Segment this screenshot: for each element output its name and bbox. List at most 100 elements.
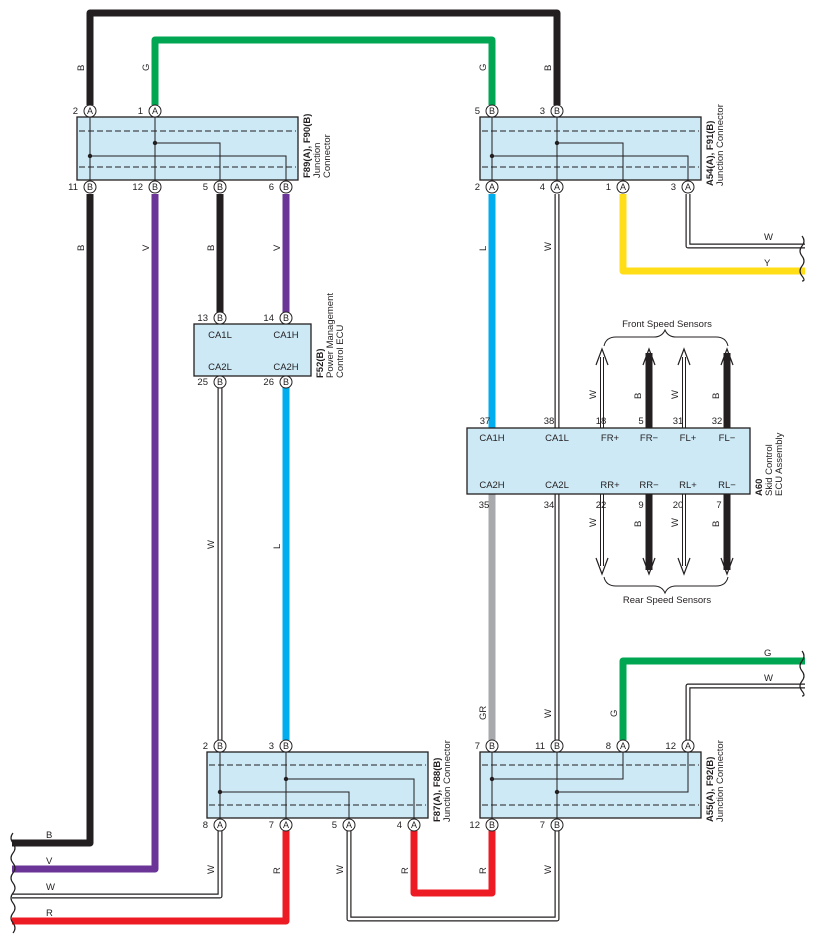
- rear-sensors-bracket: [603, 576, 729, 595]
- wire-w-right-bottom-outline: [685, 683, 805, 740]
- f89-title: F89(A), F90(B): [302, 114, 313, 178]
- svg-text:B: B: [711, 393, 722, 399]
- svg-text:3: 3: [540, 106, 545, 117]
- svg-text:5: 5: [475, 106, 480, 117]
- svg-text:7: 7: [540, 820, 545, 831]
- pin-a54-3-top: B3: [540, 104, 564, 118]
- svg-text:2: 2: [475, 182, 480, 193]
- svg-text:2: 2: [73, 106, 78, 117]
- svg-text:R: R: [400, 867, 411, 874]
- svg-text:A: A: [489, 182, 495, 192]
- a60-term-ca2h: CA2H: [479, 480, 504, 491]
- svg-text:A: A: [152, 106, 158, 116]
- svg-text:W: W: [46, 882, 55, 893]
- pin-f87-5: A5: [332, 818, 356, 832]
- pin-f87-7: A7: [269, 818, 293, 832]
- svg-text:3: 3: [671, 182, 676, 193]
- rear-rr-minus-arrow: [642, 494, 656, 576]
- svg-text:13: 13: [197, 313, 208, 324]
- a60-pin-20: 20: [673, 500, 684, 511]
- a60-term-ca1h: CA1H: [479, 433, 504, 444]
- f52-sub1: Power Management: [325, 293, 336, 378]
- rear-rl-minus-arrow: [720, 494, 734, 576]
- svg-text:6: 6: [269, 182, 274, 193]
- svg-text:B: B: [633, 521, 644, 527]
- f89-sub1: Junction: [312, 143, 323, 178]
- wire-w-left: [12, 831, 222, 898]
- a60-term-ca1l: CA1L: [545, 433, 569, 444]
- a60-title: A60: [754, 479, 765, 496]
- wire-g-top-loop: [151, 36, 496, 105]
- svg-text:W: W: [670, 390, 681, 399]
- wire-w-right-bottom: [686, 684, 805, 740]
- svg-text:14: 14: [263, 313, 274, 324]
- svg-text:B: B: [283, 313, 289, 323]
- svg-text:B: B: [217, 313, 223, 323]
- svg-text:12: 12: [132, 182, 143, 193]
- pin-f89-11: B11: [68, 180, 97, 194]
- svg-text:W: W: [543, 242, 554, 251]
- a55-sub1: Junction Connector: [715, 740, 726, 822]
- svg-text:B: B: [554, 106, 560, 116]
- connector-a60-body: [466, 427, 751, 495]
- wire-w-loop: [347, 831, 559, 921]
- svg-text:V: V: [46, 856, 53, 867]
- pin-f87-8: A8: [203, 818, 227, 832]
- connector-f52-ecu: [193, 323, 312, 377]
- svg-text:B: B: [283, 182, 289, 192]
- pin-f52-14: B 14: [263, 311, 293, 325]
- a60-term-rl-plus: RL+: [679, 480, 697, 491]
- front-sensors-bracket: [603, 328, 729, 347]
- svg-text:B: B: [554, 741, 560, 751]
- front-fl-minus-arrow: [720, 347, 734, 428]
- svg-text:12: 12: [665, 741, 676, 752]
- svg-text:R: R: [46, 908, 53, 919]
- svg-text:5: 5: [332, 820, 337, 831]
- f52-term-ca1h: CA1H: [273, 330, 298, 341]
- wire-g-right: [619, 657, 805, 740]
- svg-text:A: A: [620, 741, 626, 751]
- a60-pin-9: 9: [638, 500, 643, 511]
- f52-term-ca1l: CA1L: [208, 330, 232, 341]
- svg-text:1: 1: [606, 182, 611, 193]
- svg-text:W: W: [670, 518, 681, 527]
- svg-text:B: B: [554, 820, 560, 830]
- a54-sub1: Junction Connector: [715, 104, 726, 186]
- svg-text:G: G: [609, 710, 620, 717]
- svg-text:3: 3: [269, 741, 274, 752]
- pin-a55-12-bottom: B12: [469, 818, 499, 832]
- rear-rr-plus-arrow: [595, 494, 609, 576]
- front-speed-sensors-label: Front Speed Sensors: [622, 319, 712, 330]
- svg-text:B: B: [489, 741, 495, 751]
- svg-text:W: W: [764, 673, 773, 684]
- svg-text:R: R: [478, 867, 489, 874]
- svg-text:A: A: [346, 820, 352, 830]
- svg-text:W: W: [543, 709, 554, 718]
- wire-w-right: [686, 194, 805, 248]
- pin-f52-13: B 13: [197, 311, 227, 325]
- rear-speed-sensors-label: Rear Speed Sensors: [623, 595, 711, 606]
- pin-f87-3: B3: [269, 739, 293, 753]
- svg-text:B: B: [76, 245, 87, 251]
- a60-term-fl-minus: FL−: [719, 433, 736, 444]
- f87-sub1: Junction Connector: [442, 740, 453, 822]
- pin-a55-7-bottom: B7: [540, 818, 564, 832]
- svg-text:B: B: [46, 830, 52, 841]
- svg-text:12: 12: [469, 820, 480, 831]
- pin-f52-26: B26: [263, 375, 293, 389]
- pin-f89-6: B6: [269, 180, 293, 194]
- svg-text:B: B: [283, 377, 289, 387]
- svg-text:A: A: [217, 820, 223, 830]
- front-fr-plus-arrow: [595, 347, 609, 428]
- a60-term-fr-plus: FR+: [601, 433, 620, 444]
- svg-text:V: V: [272, 244, 283, 251]
- svg-text:25: 25: [197, 377, 208, 388]
- connector-a55-f92: [479, 751, 702, 819]
- svg-text:A: A: [685, 741, 691, 751]
- f52-title: F52(B): [315, 348, 326, 378]
- front-fl-plus-arrow: [677, 347, 691, 428]
- svg-text:B: B: [217, 182, 223, 192]
- svg-text:W: W: [206, 540, 217, 549]
- wire-b-left: [12, 194, 94, 847]
